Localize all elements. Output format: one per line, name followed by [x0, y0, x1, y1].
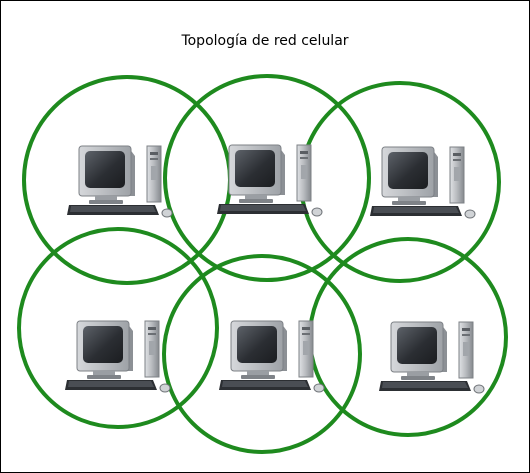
desktop-computer-icon: [378, 321, 485, 394]
desktop-computer-icon: [369, 146, 476, 219]
desktop-computer-icon: [218, 320, 325, 393]
cell-ring: [162, 254, 362, 454]
desktop-computer-icon: [64, 320, 171, 393]
desktop-computer-icon: [216, 144, 323, 217]
desktop-computer-icon: [66, 145, 173, 218]
cell-ring: [163, 74, 371, 282]
diagram-title: Topología de red celular: [181, 33, 349, 49]
cell-ring: [17, 227, 219, 429]
coverage-cells: [17, 74, 508, 454]
